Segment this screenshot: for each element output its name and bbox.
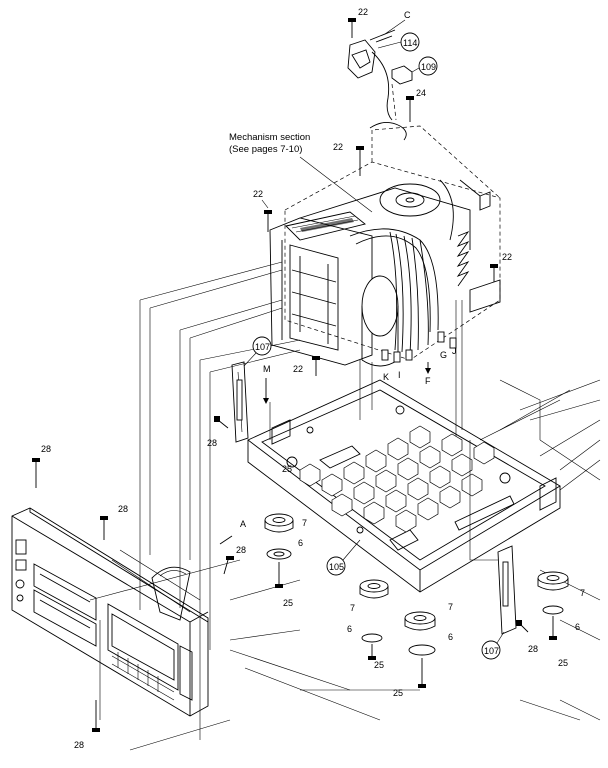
- part-number-7-b: 7: [350, 603, 355, 613]
- top-bracket-assembly: C 114 109 22 24: [347, 7, 438, 141]
- mechanism-note: Mechanism section (See pages 7-10): [229, 132, 373, 213]
- note-line-2: (See pages 7-10): [229, 144, 302, 155]
- ref-label-107-right: 107: [484, 646, 499, 656]
- note-line-1: Mechanism section: [229, 132, 310, 143]
- mechanism-section: K I F G J 22 22 22 22: [253, 125, 512, 386]
- chassis-mark-25: 25: [282, 464, 292, 474]
- part-number-25-d: 25: [558, 658, 568, 668]
- left-side-bracket: 107 28 M: [207, 336, 272, 448]
- connector-letter-c: C: [404, 10, 411, 20]
- connector-letter-g: G: [440, 350, 447, 360]
- part-number-7-d: 7: [580, 588, 585, 598]
- foot-assembly-right: 7 6 25: [537, 571, 585, 668]
- hex-cushion-pattern: [299, 425, 495, 533]
- foot-assembly-left: 7 6 25: [264, 513, 307, 608]
- part-number-7-c: 7: [448, 602, 453, 612]
- part-number-25-c: 25: [393, 688, 403, 698]
- ref-label-109: 109: [421, 62, 436, 72]
- connector-letter-a: A: [240, 519, 246, 529]
- cabinet-outline-lines: [469, 379, 601, 641]
- part-number-22-top: 22: [358, 7, 368, 17]
- part-number-28-panel-right: 28: [236, 545, 246, 555]
- ref-circle-107-left: [252, 336, 272, 356]
- part-number-22-bottom: 22: [293, 364, 303, 374]
- part-number-22-left: 22: [253, 189, 263, 199]
- part-number-6-b: 6: [347, 624, 352, 634]
- connector-letter-f: F: [425, 376, 431, 386]
- ref-circle-109: [418, 56, 438, 76]
- part-number-28-top-left: 28: [41, 444, 51, 454]
- part-number-24: 24: [416, 88, 426, 98]
- part-number-22-mid: 22: [333, 142, 343, 152]
- part-number-25-a: 25: [283, 598, 293, 608]
- small-block-part: [391, 65, 413, 85]
- front-panel: [11, 507, 209, 717]
- part-number-6-d: 6: [575, 622, 580, 632]
- connector-letter-i: I: [398, 370, 401, 380]
- part-number-28-bottom: 28: [74, 740, 84, 750]
- ref-circle-105: [326, 556, 346, 576]
- part-number-25-b: 25: [374, 660, 384, 670]
- ref-label-114: 114: [403, 38, 417, 48]
- part-number-6-c: 6: [448, 632, 453, 642]
- foot-assembly-middle-left: 7 6 25: [347, 579, 389, 670]
- part-number-7-a: 7: [302, 518, 307, 528]
- assembly-guide-lines: [89, 261, 601, 751]
- chassis-base: 25 105: [247, 379, 561, 593]
- part-number-6-a: 6: [298, 538, 303, 548]
- ref-label-107-left: 107: [255, 342, 270, 352]
- right-side-bracket: 107 28: [481, 545, 538, 660]
- part-number-28-panel-top: 28: [118, 504, 128, 514]
- part-number-28-right: 28: [528, 644, 538, 654]
- front-panel-screws: 28 28 28 A 28: [32, 444, 246, 750]
- part-number-22-right: 22: [502, 252, 512, 262]
- connector-letter-m: M: [263, 364, 271, 374]
- ref-label-105: 105: [329, 562, 344, 572]
- foot-assembly-middle-right: 7 6 25: [393, 602, 453, 698]
- ref-circle-107-right: [481, 640, 501, 660]
- connector-letter-k: K: [383, 372, 389, 382]
- connector-letter-j: J: [452, 346, 457, 356]
- motor-drum: [361, 275, 399, 337]
- part-number-28-bracket: 28: [207, 438, 217, 448]
